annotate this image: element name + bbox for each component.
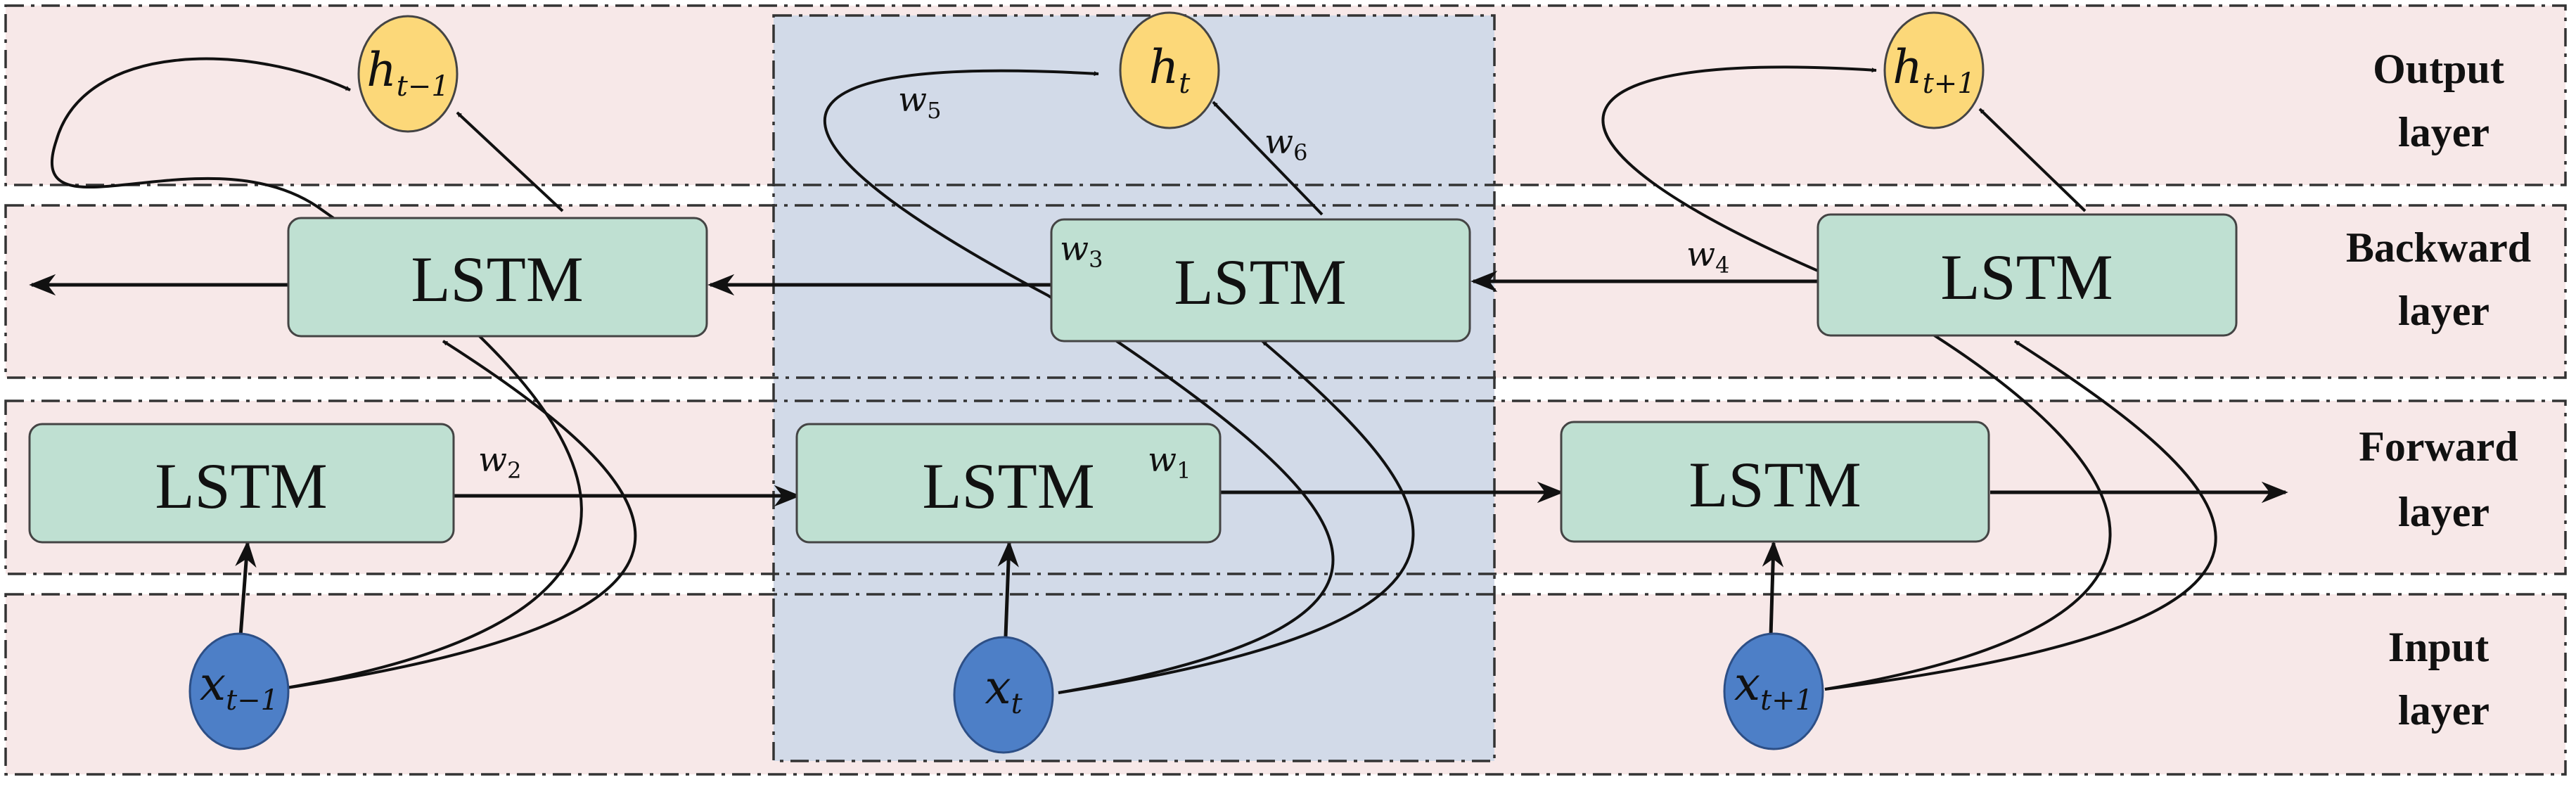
svg-text:xt: xt: [985, 660, 1023, 720]
weight-w3: w3: [1060, 229, 1103, 273]
output-sub: t: [1179, 68, 1191, 100]
input-var: x: [985, 660, 1011, 715]
lstm-label: LSTM: [411, 243, 583, 315]
output-node-h-tplus1: ht+1: [1883, 11, 1985, 129]
lstm-label: LSTM: [155, 450, 327, 522]
input-sub: t: [1011, 688, 1023, 720]
output-var: h: [1149, 40, 1179, 94]
lstm-forward-t: LSTM: [795, 423, 1222, 544]
forward-layer-border: [4, 399, 2567, 575]
output-var: h: [366, 43, 397, 97]
svg-text:xt−1: xt−1: [200, 657, 278, 717]
output-arrow-t: [1212, 101, 1324, 216]
weight-w5: w5: [898, 80, 941, 124]
output-layer-label: Output layer: [2373, 46, 2515, 155]
input-var: x: [1734, 657, 1760, 711]
input-sub: t+1: [1760, 684, 1813, 717]
input-var: x: [200, 657, 226, 711]
input-node-x-tminus1: xt−1: [188, 632, 290, 750]
svg-text:ht+1: ht+1: [1892, 40, 1975, 100]
output-node-h-t: ht: [1119, 11, 1220, 129]
input-arrow-tminus1: [235, 540, 257, 637]
input-arrow-t: [997, 540, 1019, 637]
weight-w2: w2: [478, 440, 521, 484]
input-sub: t−1: [226, 684, 278, 717]
output-node-h-tminus1: ht−1: [357, 15, 459, 133]
lstm-forward-tminus1: LSTM: [28, 423, 455, 544]
lstm-forward-tplus1: LSTM: [1560, 421, 1990, 543]
x-tminus1-to-backward-lstm-curve: [277, 340, 637, 691]
x-t-to-backward-lstm-curve: [1058, 340, 1415, 694]
input-arrow-tplus1: [1762, 540, 1784, 637]
output-sub: t+1: [1923, 68, 1975, 100]
lstm-label: LSTM: [1940, 241, 2113, 313]
lstm-backward-t: LSTM: [1050, 218, 1471, 343]
output-arrow-tminus1: [456, 111, 564, 212]
input-layer-border: [4, 593, 2567, 776]
weight-w6: w6: [1264, 122, 1307, 166]
lstm-label: LSTM: [922, 450, 1094, 522]
timestep-t-highlight: [774, 15, 1494, 761]
svg-text:xt+1: xt+1: [1734, 657, 1813, 717]
weight-w1: w1: [1148, 440, 1191, 484]
lstm-backward-tplus1: LSTM: [1816, 213, 2238, 337]
backward-layer-border: [4, 204, 2567, 379]
svg-text:ht−1: ht−1: [366, 43, 449, 103]
svg-text:ht: ht: [1149, 40, 1191, 100]
output-layer-border: [4, 4, 2567, 186]
output-var: h: [1892, 40, 1923, 94]
input-node-x-t: xt: [953, 636, 1054, 754]
lstm-backward-tminus1: LSTM: [287, 217, 708, 338]
x-tplus1-to-backward-lstm-curve: [1824, 340, 2217, 691]
input-node-x-tplus1: xt+1: [1723, 632, 1824, 750]
weight-w4: w4: [1686, 235, 1729, 279]
x-tminus1-to-h-tminus1-curve: [50, 57, 583, 691]
input-layer-label: Input layer: [2388, 624, 2499, 734]
output-arrow-tplus1: [1978, 108, 2087, 212]
lstm-label: LSTM: [1689, 449, 1861, 520]
timestep-t-border: [772, 14, 1496, 762]
output-sub: t−1: [397, 70, 449, 103]
lstm-label: LSTM: [1174, 246, 1346, 318]
forward-layer-label: Forward layer: [2359, 423, 2529, 535]
backward-layer-label: Backward layer: [2346, 224, 2542, 334]
